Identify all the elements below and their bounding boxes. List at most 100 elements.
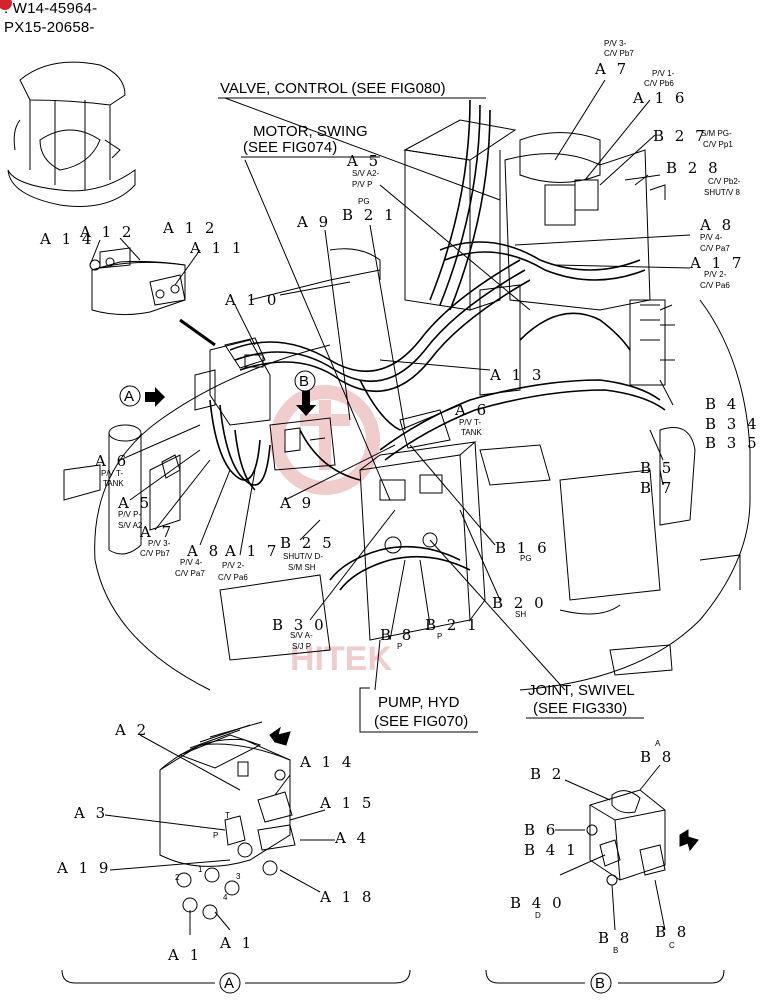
ref-a14-top: A 1 4 [39, 230, 94, 248]
view-a-marker [219, 972, 241, 994]
detail-a-pilot-valve [159, 721, 296, 920]
ref-a16: A 1 6 [632, 89, 687, 107]
ref-a6-left: A 6 [94, 452, 129, 470]
ref-a5-left: A 5 [117, 494, 152, 512]
view-arrows [145, 387, 316, 416]
note-sva-b: S/J P [292, 642, 311, 651]
ref-b8-c: B 8 [655, 923, 689, 941]
note-shut-d-b: S/M SH [288, 563, 316, 572]
ref-a11: A 1 1 [189, 239, 244, 257]
ref-a18: A 1 8 [319, 888, 374, 906]
note-pv3: P/V 3- [148, 539, 171, 548]
ref-a6-mid: A 6 [454, 401, 489, 419]
solenoid-valve-a10 [179, 318, 271, 426]
ref-a17-top: A 1 7 [689, 254, 744, 272]
detail-b-leaders [555, 764, 666, 931]
note-pvp-sva2-b: S/V A2 [118, 521, 143, 530]
ref-b7: B 7 [640, 479, 674, 497]
note-pg-top: PG [358, 197, 370, 206]
ref-a17-left: A 1 7 [224, 542, 279, 560]
pipe-notes: P/V 3- C/V Pb7 P/V 1- C/V Pb6 S/M PG- C/… [101, 39, 741, 651]
note-port-2: 2 [175, 873, 180, 882]
note-pv3-pb7-b: C/V Pb7 [604, 49, 634, 58]
note-pv2-pa6-b: C/V Pa6 [700, 281, 730, 290]
ref-a5-top: A 5 [346, 152, 381, 170]
hose-bundle [209, 99, 666, 591]
tank-cylinder [63, 424, 181, 555]
section-b-marker [294, 370, 316, 392]
ref-a4: A 4 [334, 829, 369, 847]
callout-valve-control: VALVE, CONTROL (SEE FIG080) [218, 80, 486, 99]
swivel-block-b [269, 417, 336, 471]
note-pvt-tank: P/V T- [101, 469, 123, 478]
ref-b30: B 3 0 [272, 616, 327, 634]
ref-a12: A 1 2 [162, 219, 217, 237]
note-sv-a2-b: P/V P [352, 180, 372, 189]
watermark: HITEK [270, 385, 392, 678]
callout-joint-swivel: JOINT, SWIVEL (SEE FIG330) [526, 682, 644, 719]
serial-range-1: : W14-45964- [0, 0, 97, 17]
new-marker-icon [0, 0, 12, 10]
note-cv-pb2: C/V Pb2- [708, 177, 741, 186]
serial-range-2: PX15-20658- [4, 19, 95, 36]
ref-a12-b: A 1 2 [79, 223, 134, 241]
ref-b16: B 1 6 [495, 539, 550, 557]
note-b8-c: C [669, 941, 675, 950]
note-b40-d: D [535, 911, 541, 920]
note-shut-d: SHUT/V D- [283, 552, 323, 561]
ref-a7-left: A 7 [139, 523, 174, 541]
note-pv1-pb6: P/V 1- [652, 69, 675, 78]
note-pvt-tank-mid-b: TANK [461, 428, 482, 437]
note-pv4-b: C/V Pa7 [175, 569, 205, 578]
callout-motor-swing-text-1: MOTOR, SWING [253, 123, 368, 140]
ref-b35: B 3 5 [705, 434, 760, 452]
callout-motor-swing: MOTOR, SWING (SEE FIG074) [241, 123, 380, 158]
note-pv4: P/V 4- [180, 558, 203, 567]
note-port-1: 1 [198, 865, 203, 874]
note-p-b21: P [437, 632, 442, 641]
view-a-marker-label: A [224, 975, 234, 992]
ref-labels-detail-a: A 2 A 1 4 A 1 5 A 3 A 4 A 1 9 A 1 8 A 1 … [56, 721, 374, 964]
leader-lines [89, 79, 691, 691]
ref-a3: A 3 [73, 804, 108, 822]
note-port-t: T [225, 811, 230, 820]
deck-details [219, 284, 741, 676]
ref-b34: B 3 4 [705, 415, 760, 433]
note-pv4-pa7: P/V 4- [700, 233, 723, 242]
note-sm-pg: S/M PG- [701, 129, 732, 138]
ref-b28: B 2 8 [666, 159, 721, 177]
ref-a8-left: A 8 [186, 542, 221, 560]
machine-inset [7, 61, 136, 207]
detail-a-leaders [104, 734, 335, 935]
callout-joint-swivel-text-2: (SEE FIG330) [533, 700, 627, 717]
view-b-marker-label: B [595, 975, 605, 992]
callout-joint-swivel-text-1: JOINT, SWIVEL [528, 682, 635, 699]
ref-a9-top: A 9 [296, 213, 331, 231]
ref-a1-right: A 1 [219, 934, 254, 952]
note-pv2-pa6: P/V 2- [704, 270, 727, 279]
note-pv2: P/V 2- [222, 561, 245, 570]
ref-b21-top: B 2 1 [342, 206, 397, 224]
note-port-4: 4 [223, 893, 228, 902]
ref-labels-detail-b: B 8 A B 2 B 6 B 4 1 B 4 0 D B 8 B B 8 C [510, 739, 689, 955]
ref-b40: B 4 0 [510, 894, 565, 912]
ref-a19: A 1 9 [56, 859, 111, 877]
ref-a15: A 1 5 [319, 794, 374, 812]
callout-pump-hyd: PUMP, HYD (SEE FIG070) [359, 687, 478, 733]
detail-b-block [586, 789, 699, 886]
note-cv-pb2-b: SHUT/V 8 [704, 188, 741, 197]
ref-a9-mid: A 9 [279, 494, 314, 512]
ref-b8-mid: B 8 [380, 626, 414, 644]
ref-b8-a: B 8 [640, 748, 674, 766]
pump-body [359, 409, 486, 641]
ref-a13: A 1 3 [489, 366, 544, 384]
note-port-p: P [213, 831, 218, 840]
callout-valve-control-text: VALVE, CONTROL (SEE FIG080) [220, 80, 446, 97]
note-pv1-pb6-b: C/V Pb6 [644, 79, 674, 88]
note-pv3-b: C/V Pb7 [140, 549, 170, 558]
ref-a7: A 7 [594, 60, 629, 78]
note-pv4-pa7-b: C/V Pa7 [700, 244, 730, 253]
note-sv-a2: S/V A2- [352, 169, 379, 178]
callout-motor-swing-text-2: (SEE FIG074) [243, 139, 337, 156]
